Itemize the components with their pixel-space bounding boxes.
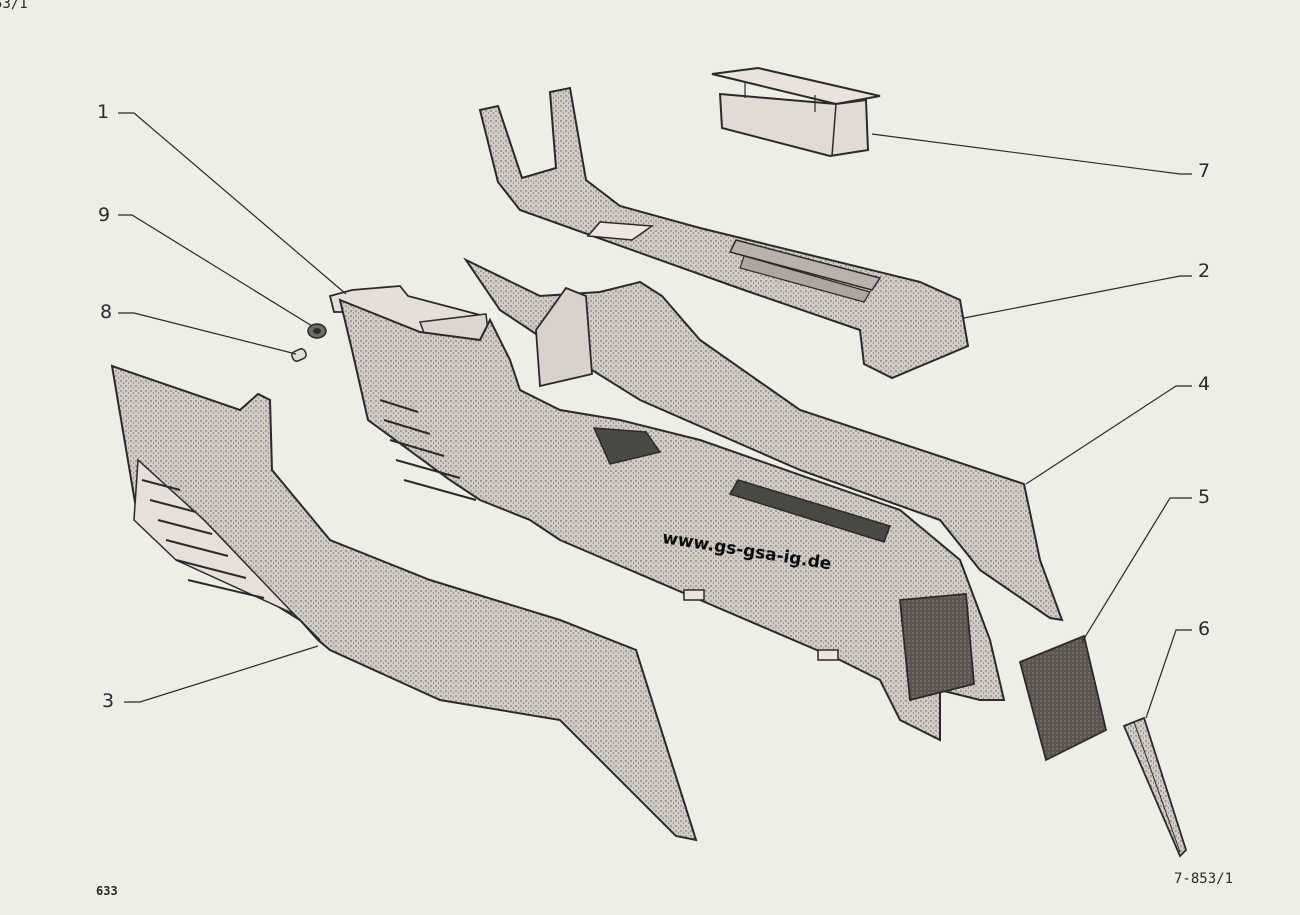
callout-2: 2 xyxy=(1198,260,1211,282)
end-strip-part xyxy=(1122,716,1188,858)
callout-6: 6 xyxy=(1198,618,1211,640)
nut-part xyxy=(307,323,327,339)
callout-9: 9 xyxy=(98,204,111,226)
upper-console-trim-part xyxy=(478,86,970,380)
leader-line-9 xyxy=(118,214,313,327)
callout-8: 8 xyxy=(100,301,113,323)
storage-tray-part xyxy=(711,66,881,158)
top-left-reference: 53/1 xyxy=(0,0,28,12)
leader-line-3 xyxy=(124,645,319,703)
leader-lines xyxy=(118,112,1192,719)
callout-4: 4 xyxy=(1198,373,1211,395)
rear-pad-part xyxy=(1018,634,1108,762)
callout-1: 1 xyxy=(97,101,110,123)
main-console-part xyxy=(338,286,1006,742)
leader-line-1 xyxy=(118,112,347,295)
drawing-number: 7-853/1 xyxy=(1174,871,1234,887)
leader-line-2 xyxy=(963,275,1192,319)
callout-3: 3 xyxy=(102,690,115,712)
page-number: 633 xyxy=(96,884,118,898)
leader-line-6 xyxy=(1145,629,1192,719)
left-side-panel-part xyxy=(110,364,698,842)
left-panel-vent-slats xyxy=(141,479,265,599)
callout-5: 5 xyxy=(1198,486,1211,508)
leader-line-4 xyxy=(1025,385,1192,485)
leader-line-5 xyxy=(1081,497,1192,643)
pin-part xyxy=(291,348,307,362)
left-vent-slats xyxy=(379,399,477,501)
callout-7: 7 xyxy=(1198,160,1211,182)
right-side-panel-part xyxy=(463,257,1064,622)
leader-line-7 xyxy=(871,133,1192,175)
leader-line-8 xyxy=(118,312,297,355)
